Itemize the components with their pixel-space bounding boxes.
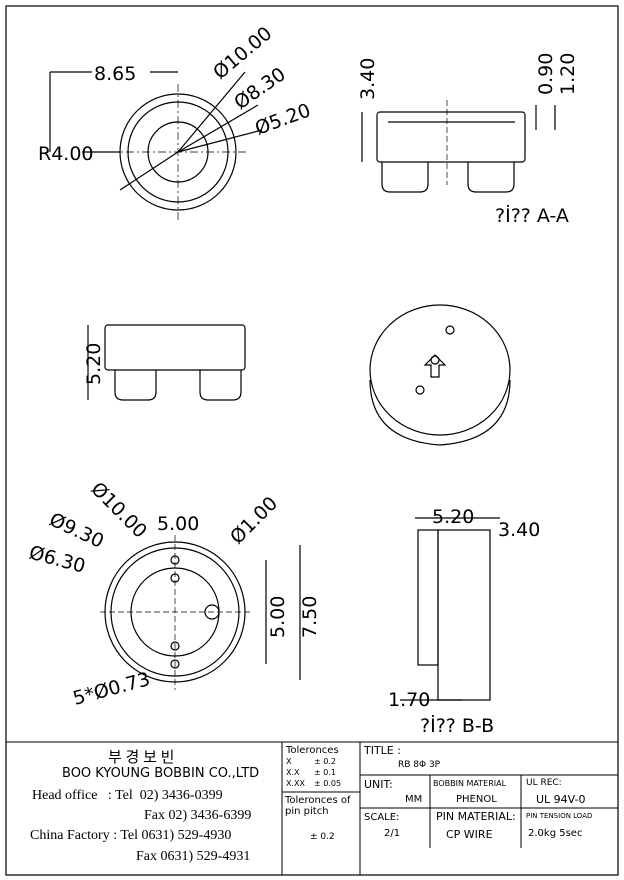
title-label: TITLE : (364, 744, 401, 757)
dim-b-inner: Ø6.30 (27, 542, 88, 578)
section-bb-label: ?İ?? B-B (420, 714, 494, 737)
contact-china-tel: China Factory : Tel 0631) 529-4930 (30, 828, 232, 843)
title-value: RB 8Φ 3P (398, 760, 441, 770)
company-name-kr: 부 경 보 빈 (108, 750, 175, 766)
pin-pitch-label: Toleronces of pin pitch (285, 795, 351, 817)
pin-pitch-value: ± 0.2 (310, 832, 335, 842)
pin-material-value: CP WIRE (446, 828, 493, 841)
contact-china-fax: Fax 0631) 529-4931 (136, 849, 251, 864)
pin-material-label: PIN MATERIAL: (436, 810, 516, 823)
scale-value: 2/1 (384, 828, 401, 839)
bobbin-material-label: BOBBIN MATERIAL (433, 779, 507, 788)
tol-xxx-val: ± 0.05 (314, 779, 342, 788)
dim-width: 8.65 (94, 63, 136, 85)
dim-holes: 5*Ø0.73 (71, 668, 153, 710)
tol-x-key: X (286, 757, 292, 766)
dim-aa-1: 0.90 (535, 53, 557, 95)
dim-d-mid: Ø8.30 (230, 63, 290, 114)
dim-pitch-v: 5.00 (267, 596, 289, 638)
scale-label: SCALE: (364, 812, 400, 823)
dim-bb-width: 5.20 (432, 506, 474, 528)
dim-pin-d: Ø1.00 (226, 492, 282, 548)
pin-tension-label: PIN TENSION LOAD (526, 812, 593, 820)
dim-bb: 1.70 (388, 689, 430, 711)
section-bb: 5.20 3.40 1.70 ?İ?? B-B (388, 506, 540, 737)
unit-value: MM (405, 794, 423, 805)
dim-side-height: 5.20 (83, 343, 105, 385)
contact-head-fax: Fax 02) 3436-6399 (144, 808, 252, 823)
side-view: 5.20 (83, 324, 246, 401)
dim-b-mid: Ø9.30 (46, 509, 107, 553)
title-block-grid (6, 741, 618, 875)
dim-bb-height: 3.40 (498, 519, 540, 541)
bottom-view: 5.00 Ø10.00 Ø9.30 Ø6.30 Ø1.00 5.00 7.50 … (27, 478, 321, 710)
ul-rec-value: UL 94V-0 (536, 793, 586, 806)
company-name-en: BOO KYOUNG BOBBIN CO.,LTD (62, 766, 260, 781)
section-aa-label: ?İ?? A-A (495, 204, 569, 227)
bobbin-material-value: PHENOL (456, 794, 497, 805)
dim-radius: R4.00 (38, 143, 94, 165)
dim-d-inner: Ø5.20 (252, 99, 313, 139)
pin-tension-value: 2.0kg 5sec (528, 828, 583, 839)
tol-xx-val: ± 0.1 (314, 768, 336, 777)
dim-b-height: 7.50 (299, 596, 321, 638)
dim-aa-height: 3.40 (357, 58, 379, 100)
isometric-view (369, 304, 511, 446)
tolerances-label: Toleronces (286, 745, 339, 756)
unit-label: UNIT: (364, 778, 393, 791)
dim-pitch-h: 5.00 (157, 513, 199, 535)
top-view: 8.65 R4.00 Ø10.00 Ø8.30 Ø5.20 (38, 22, 314, 220)
ul-rec-label: UL REC: (526, 778, 562, 788)
tol-x-val: ± 0.2 (314, 757, 336, 766)
dim-aa-2: 1.20 (557, 53, 579, 95)
tol-xxx-key: X.XX (286, 779, 305, 788)
section-aa: 3.40 0.90 1.20 ?İ?? A-A (357, 53, 579, 227)
contact-head-tel: Head office : Tel 02) 3436-0399 (32, 788, 223, 803)
drawing-border (5, 5, 619, 876)
tol-xx-key: X.X (286, 768, 300, 777)
